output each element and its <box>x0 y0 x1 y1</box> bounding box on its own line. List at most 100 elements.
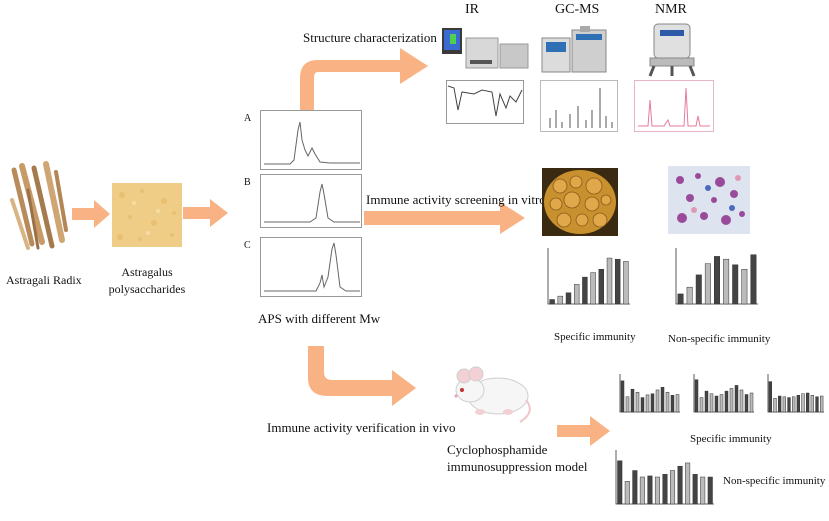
arrow-mouse-to-charts <box>557 416 610 446</box>
bar <box>692 474 698 505</box>
bar <box>707 476 713 505</box>
chromatogram-c-letter: C <box>244 240 251 251</box>
bar <box>640 397 645 413</box>
herb-label: Astragali Radix <box>6 273 82 287</box>
bar <box>714 395 719 413</box>
chromatogram-a-letter: A <box>244 113 252 124</box>
bar <box>686 286 693 305</box>
bar <box>557 295 564 305</box>
chromatogram-b-letter: B <box>244 177 251 188</box>
structure-title: Structure characterization <box>303 30 437 45</box>
in-vitro-specific-chart <box>547 248 630 305</box>
bar <box>796 395 800 413</box>
bar <box>792 396 796 413</box>
powder-image <box>112 183 182 247</box>
bar <box>549 299 555 305</box>
bar <box>724 390 729 413</box>
chromatogram-a: A <box>244 110 362 172</box>
bar <box>739 389 744 413</box>
bar <box>573 284 580 305</box>
bar <box>665 391 670 413</box>
in-vivo-nonspecific-chart <box>615 450 714 505</box>
bar <box>704 263 711 305</box>
bar <box>670 395 675 413</box>
in-vitro-nonspecific-label: Non-specific immunity <box>668 333 771 345</box>
petri-micrograph <box>542 168 618 236</box>
bar <box>773 398 777 413</box>
method-gcms-label: GC-MS <box>555 2 600 17</box>
bar <box>699 397 704 413</box>
bar <box>662 474 668 505</box>
bar <box>624 481 630 505</box>
bar <box>700 476 706 505</box>
bar <box>741 269 748 305</box>
bar <box>768 381 772 413</box>
arrow-to-in-vivo <box>308 346 416 406</box>
bar <box>660 387 665 413</box>
ir-spectrum <box>440 80 524 130</box>
bar <box>655 389 660 413</box>
bar <box>625 396 630 413</box>
bar <box>632 470 638 505</box>
bar <box>714 256 720 305</box>
bar <box>606 257 613 305</box>
cell-micrograph <box>668 166 750 234</box>
aps-label: APS with different Mw <box>258 311 381 326</box>
bar <box>778 395 782 413</box>
bar <box>810 395 814 413</box>
bar <box>645 394 650 413</box>
bar <box>801 393 805 413</box>
bar <box>650 393 655 413</box>
model-label-line1: Cyclophosphamide <box>447 442 548 457</box>
in-vivo-specific-chart-2 <box>693 374 754 413</box>
method-nmr-label: NMR <box>655 2 687 17</box>
bar <box>614 258 621 305</box>
bar <box>782 396 786 413</box>
gcms-instrument-image <box>540 24 610 76</box>
bar <box>695 274 702 305</box>
bar <box>620 380 625 413</box>
model-label-line2: immunosuppression model <box>447 459 588 474</box>
bar <box>630 388 635 413</box>
in-vitro-nonspecific-chart <box>675 248 758 305</box>
bar <box>685 462 691 505</box>
bar <box>749 392 754 413</box>
bar <box>639 476 645 505</box>
bar <box>635 391 640 413</box>
arrow-to-structure <box>300 48 428 115</box>
bar <box>732 264 739 305</box>
bar <box>744 394 749 413</box>
nmr-spectrum <box>634 80 714 132</box>
bar <box>677 465 683 505</box>
bar <box>590 272 596 305</box>
ir-instrument-image <box>440 24 530 76</box>
chromatogram-b: B <box>244 174 362 230</box>
bar <box>709 393 714 413</box>
bar <box>719 394 724 413</box>
arrow-powder-to-aps <box>183 199 228 227</box>
bar <box>617 460 623 505</box>
bar <box>623 261 629 305</box>
chromatogram-c: C <box>244 237 362 299</box>
bar <box>734 385 739 413</box>
powder-label-line1: Astragalus <box>121 265 173 279</box>
nmr-instrument-image <box>642 20 702 78</box>
bar <box>677 293 684 305</box>
mouse-image <box>440 352 536 428</box>
bar <box>787 397 791 413</box>
arrow-to-in-vitro <box>364 202 525 234</box>
in-vitro-title: Immune activity screening in vitro <box>366 192 546 207</box>
bar <box>815 396 819 413</box>
bar <box>670 470 676 505</box>
in-vivo-specific-chart-1 <box>619 374 680 413</box>
bar <box>598 269 605 305</box>
in-vivo-nonspecific-label: Non-specific immunity <box>723 475 826 487</box>
bar <box>750 254 757 305</box>
chart-axis <box>693 374 754 413</box>
bar <box>729 388 734 413</box>
powder-label-line2: polysaccharides <box>108 282 186 296</box>
herb-image <box>8 160 70 250</box>
chart-axis <box>767 374 824 413</box>
bar <box>694 379 699 413</box>
